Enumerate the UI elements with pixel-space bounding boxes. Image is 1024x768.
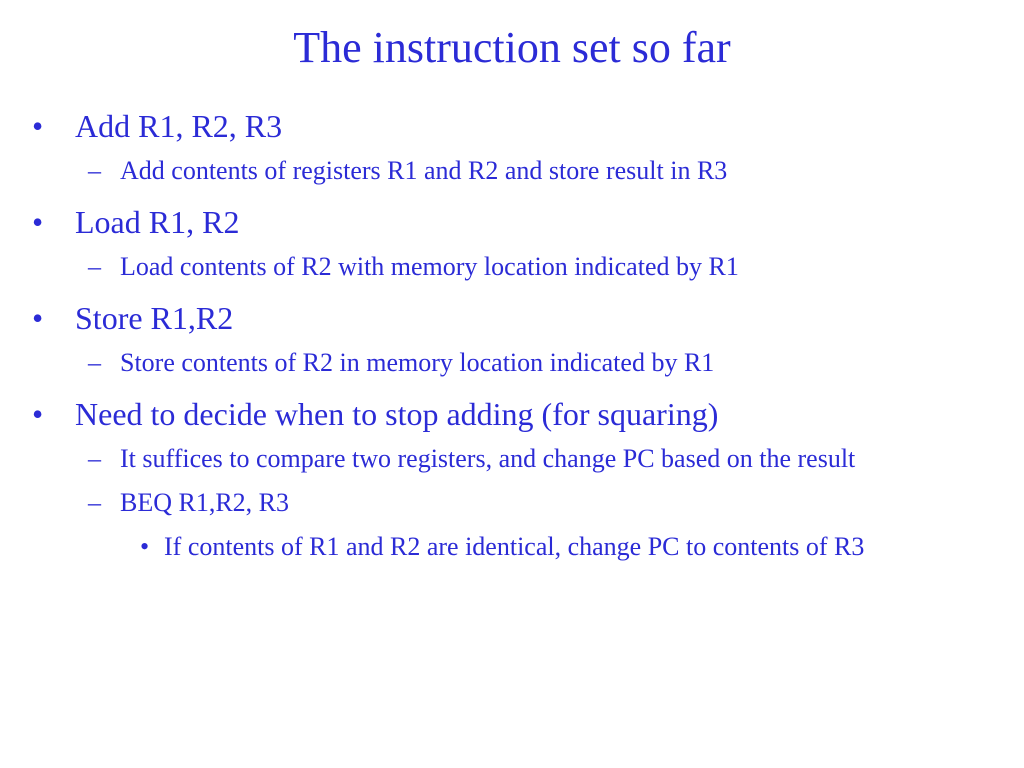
dash-icon: – [88,488,101,517]
bullet-text: Load R1, R2 [75,204,240,240]
sub-item-text: Store contents of R2 in memory location … [120,348,715,377]
bullet-item-load: • Load R1, R2 [0,200,1024,244]
bullet-item-store: • Store R1,R2 [0,296,1024,340]
bullet-icon: • [32,108,44,144]
slide-title: The instruction set so far [293,23,731,72]
sub-sub-item-text: If contents of R1 and R2 are identical, … [164,532,865,561]
dash-icon: – [88,252,101,281]
sub-item-compare: – It suffices to compare two registers, … [0,438,1000,480]
bullet-text: Add R1, R2, R3 [75,108,283,144]
bullet-icon: • [32,204,44,240]
sub-item-text: It suffices to compare two registers, an… [120,444,856,473]
bullet-icon: • [140,532,150,561]
sub-item-text: BEQ R1,R2, R3 [120,488,290,517]
bullet-icon: • [32,300,44,336]
sub-item-text: Load contents of R2 with memory location… [120,252,739,281]
sub-item-load-desc: – Load contents of R2 with memory locati… [0,246,1024,288]
bullet-icon: • [32,396,44,432]
dash-icon: – [88,444,101,473]
sub-item-add-desc: – Add contents of registers R1 and R2 an… [0,150,1024,192]
dash-icon: – [88,156,101,185]
sub-sub-item-beq-desc: • If contents of R1 and R2 are identical… [0,526,1004,568]
sub-item-beq: – BEQ R1,R2, R3 [0,482,1024,524]
sub-item-store-desc: – Store contents of R2 in memory locatio… [0,342,1024,384]
sub-item-text: Add contents of registers R1 and R2 and … [120,156,728,185]
bullet-text: Store R1,R2 [75,300,234,336]
bullet-item-add: • Add R1, R2, R3 [0,104,1024,148]
dash-icon: – [88,348,101,377]
bullet-item-decide: • Need to decide when to stop adding (fo… [0,392,1024,436]
bullet-text: Need to decide when to stop adding (for … [75,396,719,432]
bullet-list: • Add R1, R2, R3 – Add contents of regis… [0,104,1024,568]
